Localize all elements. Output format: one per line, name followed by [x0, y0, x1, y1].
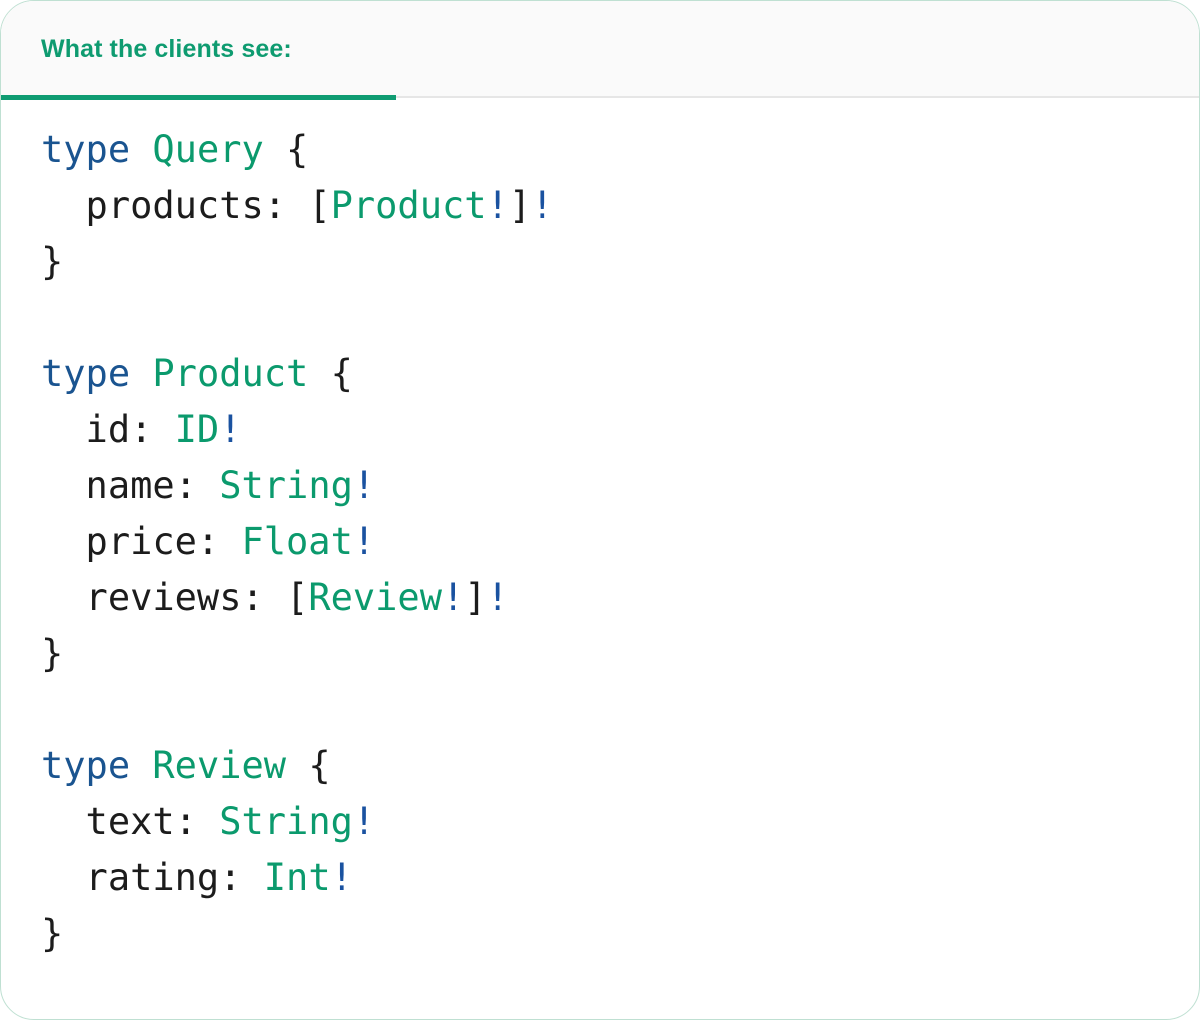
code-token	[130, 744, 152, 787]
code-token: rating:	[41, 856, 264, 899]
code-token: Int	[263, 856, 331, 899]
code-token: price:	[41, 520, 242, 563]
graphql-schema-code: type Query { products: [Product!]!} type…	[1, 98, 1199, 962]
code-token: !	[219, 408, 242, 451]
code-token: Query	[152, 128, 264, 171]
code-token: {	[308, 352, 353, 395]
code-token: [	[308, 184, 331, 227]
code-token: name:	[41, 464, 220, 507]
code-line: type Review {	[41, 738, 1199, 794]
code-token: Review	[308, 576, 442, 619]
code-token: ID	[174, 408, 220, 451]
code-token: type	[41, 352, 131, 395]
code-token: {	[263, 128, 309, 171]
code-line: rating: Int!	[41, 850, 1199, 906]
code-token: ]	[464, 576, 487, 619]
code-token: type	[41, 128, 131, 171]
code-line: products: [Product!]!	[41, 178, 1199, 234]
code-line: }	[41, 234, 1199, 290]
tab-what-the-clients-see[interactable]: What the clients see:	[1, 1, 396, 98]
code-token: ]	[508, 184, 532, 227]
code-token: String	[219, 800, 353, 843]
code-token: !	[330, 856, 353, 899]
code-line: name: String!	[41, 458, 1199, 514]
code-token: }	[41, 912, 64, 955]
code-line: reviews: [Review!]!	[41, 570, 1199, 626]
code-token: id:	[41, 408, 175, 451]
tab-active-underline	[1, 95, 396, 100]
code-line: }	[41, 906, 1199, 962]
code-token: !	[441, 576, 465, 619]
code-token: }	[41, 632, 64, 675]
code-token: Review	[152, 744, 287, 787]
code-token: products:	[41, 184, 309, 227]
code-token: reviews:	[41, 576, 287, 619]
code-line: type Query {	[41, 122, 1199, 178]
code-token: String	[219, 464, 353, 507]
code-line: price: Float!	[41, 514, 1199, 570]
code-token	[130, 352, 152, 395]
code-token: !	[352, 520, 376, 563]
code-token: type	[41, 744, 131, 787]
code-token: }	[41, 240, 64, 283]
code-line	[41, 290, 1199, 346]
code-token: {	[286, 744, 331, 787]
code-line: id: ID!	[41, 402, 1199, 458]
code-token: !	[531, 184, 554, 227]
code-token: Float	[241, 520, 353, 563]
code-token: !	[486, 576, 509, 619]
tab-bar: What the clients see:	[1, 1, 1199, 100]
code-line: type Product {	[41, 346, 1199, 402]
code-token: !	[486, 184, 509, 227]
code-token	[130, 128, 152, 171]
code-line: }	[41, 626, 1199, 682]
code-token: text:	[41, 800, 220, 843]
code-token: Product	[152, 352, 309, 395]
code-token: [	[286, 576, 309, 619]
code-line	[41, 682, 1199, 738]
code-token: Product	[330, 184, 487, 227]
code-token: !	[352, 800, 376, 843]
code-line: text: String!	[41, 794, 1199, 850]
code-token: !	[352, 464, 376, 507]
tab-label: What the clients see:	[41, 35, 292, 63]
